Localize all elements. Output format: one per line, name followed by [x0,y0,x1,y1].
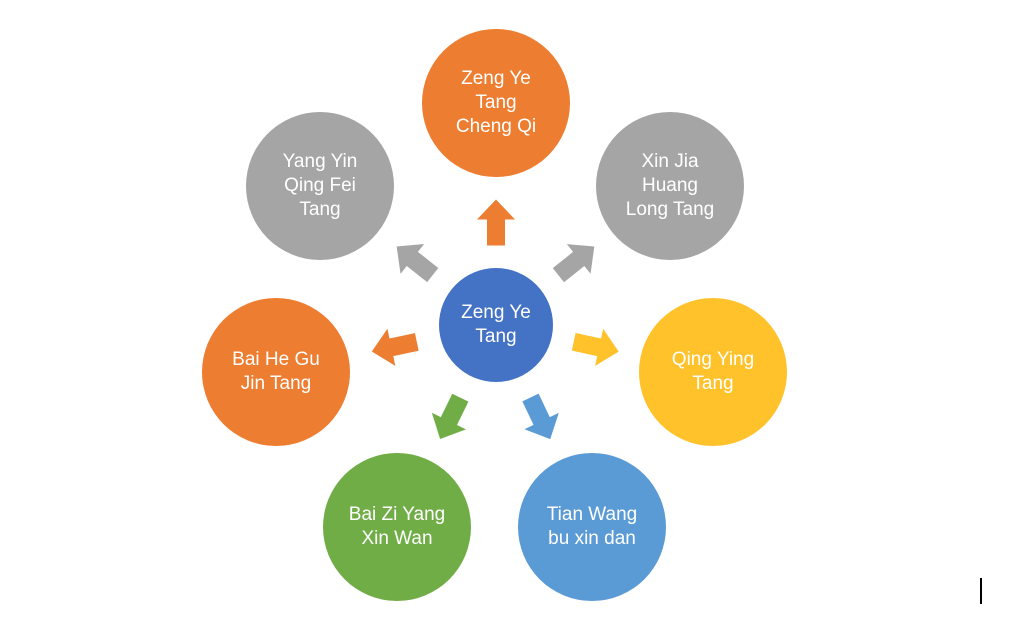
text-cursor [980,578,982,604]
arrow-group [571,328,619,366]
node-line: Bai He Gu [232,349,320,370]
node-line: bu xin dan [548,528,636,549]
node-line: Tian Wang [546,504,638,525]
node-line: Zeng Ye [461,68,531,89]
arrow-group [477,199,515,246]
node-yang-yin-qing-fei-tang: Yang Yin Qing Fei Tang [246,112,394,260]
arrow-to-yang-yin-qing-fei-tang [396,243,439,283]
node-zeng-ye-tang-cheng-qi: Zeng Ye Tang Cheng Qi [422,29,570,177]
arrow-group [522,393,559,440]
arrow-to-tian-wang-bu-xin-dan [522,393,559,440]
arrow-to-xin-jia-huang-long-tang [552,244,595,283]
arrow-to-qing-ying-tang [571,328,619,366]
center-node-line-1: Zeng Ye [461,302,531,323]
arrow-group [431,393,469,440]
arrow-to-bai-he-gu-jin-tang [371,328,419,366]
node-line: Tang [475,92,517,113]
node-line: Qing Ying [671,349,755,370]
node-line: Cheng Qi [455,116,537,137]
node-qing-ying-tang: Qing Ying Tang [639,298,787,446]
node-line: Jin Tang [240,373,312,394]
node-tian-wang-bu-xin-dan: Tian Wang bu xin dan [518,453,666,601]
node-bai-zi-yang-xin-wan: Bai Zi Yang Xin Wan [323,453,471,601]
node-line: Qing Fei [284,175,356,196]
arrow-group [552,244,595,283]
arrow-to-bai-zi-yang-xin-wan [431,393,469,440]
arrow-group [371,328,419,366]
node-line: Bai Zi Yang [348,504,446,525]
node-line: Huang [642,175,698,196]
node-xin-jia-huang-long-tang: Xin Jia Huang Long Tang [596,112,744,260]
arrow-group [396,243,439,283]
center-node-line-2: Tang [475,326,517,347]
node-line: Yang Yin [282,151,358,172]
node-line: Long Tang [625,199,715,220]
node-bai-he-gu-jin-tang: Bai He Gu Jin Tang [202,298,350,446]
node-line: Xin Jia [641,151,699,172]
arrow-to-zeng-ye-tang-cheng-qi [477,199,515,246]
node-line: Tang [692,373,734,394]
center-node: Zeng Ye Tang [439,268,553,382]
node-line: Xin Wan [361,528,433,549]
node-line: Tang [299,199,341,220]
